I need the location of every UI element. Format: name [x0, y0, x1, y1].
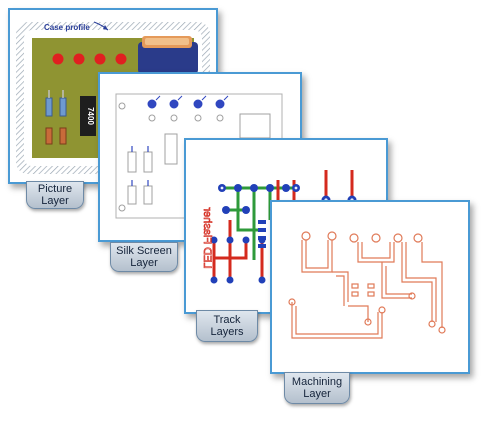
silk-screen-layer-tab[interactable]: Silk Screen Layer [110, 242, 178, 272]
track-layers-label-1: Track [213, 314, 241, 326]
led-pad [73, 53, 85, 65]
led-pad [52, 53, 64, 65]
picture-layer-tab[interactable]: Picture Layer [26, 181, 84, 209]
machining-layer-panel[interactable] [270, 200, 470, 374]
tracks-legend-text: LED Flasher [201, 207, 213, 268]
led-pad [94, 53, 106, 65]
silk-screen-label-2: Layer [130, 257, 158, 269]
machining-layer-label-2: Layer [303, 388, 331, 400]
picture-layer-label-2: Layer [41, 195, 69, 207]
case-profile-label: Case profile [44, 23, 90, 32]
silk-screen-label-1: Silk Screen [116, 245, 172, 257]
machining-layer-label-1: Machining [291, 376, 343, 388]
machining-layer-art [288, 231, 446, 339]
chip-label: 7400 [86, 107, 95, 125]
picture-layer-label-1: Picture [37, 183, 73, 195]
track-layers-tab[interactable]: Track Layers [196, 310, 258, 342]
machining-layer-tab[interactable]: Machining Layer [284, 372, 350, 404]
ic-chip [80, 96, 96, 136]
battery-holder [138, 42, 198, 74]
led-pad [115, 53, 127, 65]
track-layers-label-2: Layers [210, 326, 244, 338]
